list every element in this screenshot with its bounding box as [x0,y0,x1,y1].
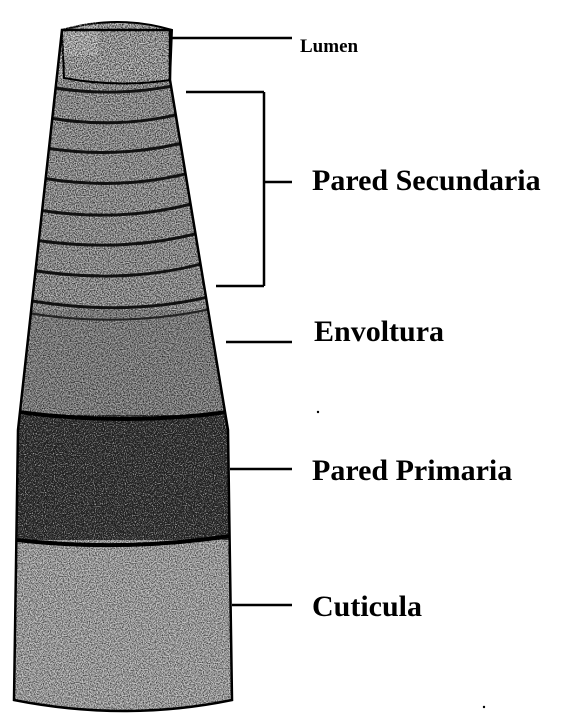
stray-dot [483,706,485,708]
label-envoltura: Envoltura [314,315,444,348]
fiber-body [0,0,260,717]
label-pared-secundaria: Pared Secundaria [312,164,541,197]
label-pared-primaria: Pared Primaria [312,454,512,487]
stray-dot [317,411,319,413]
pared-secundaria-bracket [186,92,292,286]
label-cuticula: Cuticula [312,590,422,623]
label-lumen: Lumen [300,36,359,57]
